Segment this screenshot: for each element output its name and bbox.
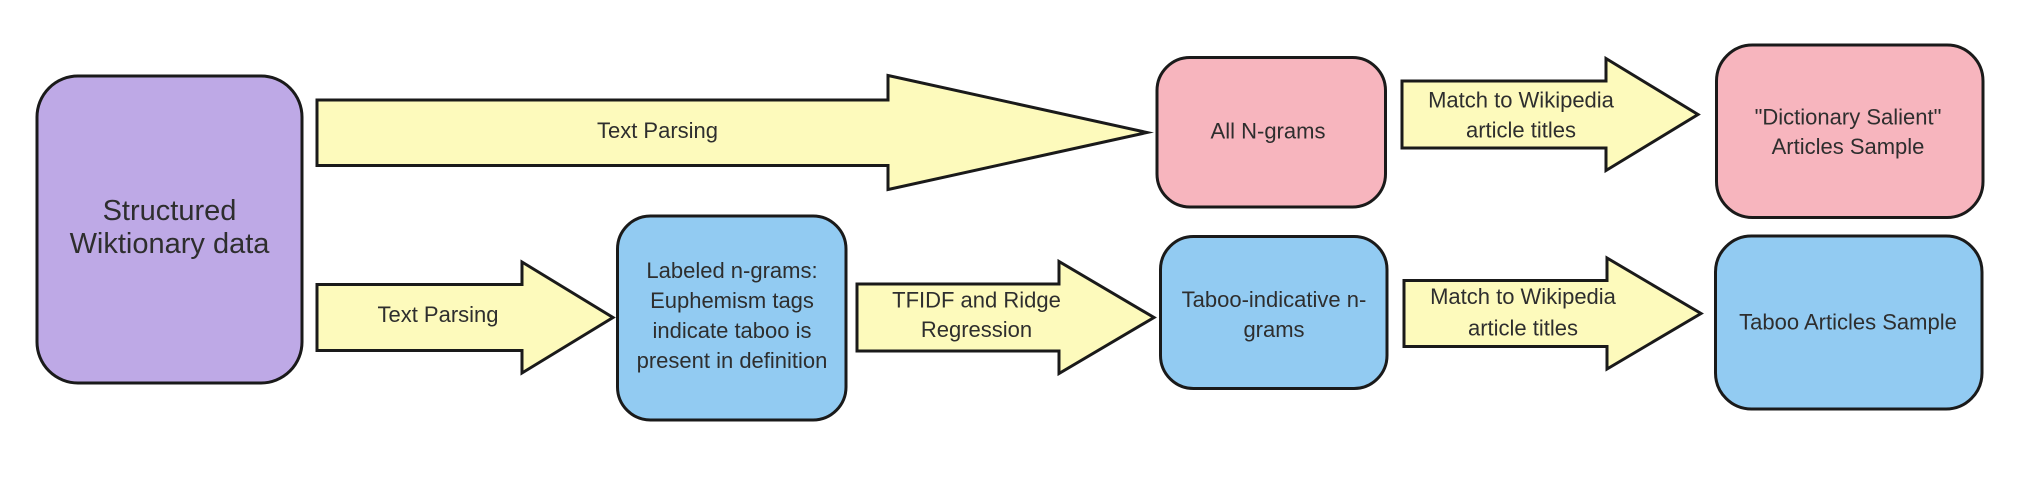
svg-text:Regression: Regression <box>921 317 1032 342</box>
svg-text:article titles: article titles <box>1468 316 1578 341</box>
svg-text:Text Parsing: Text Parsing <box>377 302 498 327</box>
svg-text:Articles Sample: Articles Sample <box>1772 134 1925 159</box>
svg-text:Labeled n-grams:: Labeled n-grams: <box>646 258 817 283</box>
svg-text:indicate taboo is: indicate taboo is <box>653 318 812 343</box>
svg-text:Euphemism tags: Euphemism tags <box>650 288 814 313</box>
svg-text:"Dictionary Salient": "Dictionary Salient" <box>1755 105 1942 130</box>
svg-text:Match to Wikipedia: Match to Wikipedia <box>1430 284 1617 309</box>
svg-text:Text Parsing: Text Parsing <box>597 118 718 143</box>
svg-text:grams: grams <box>1243 317 1304 342</box>
svg-text:All N-grams: All N-grams <box>1211 119 1326 144</box>
svg-text:Taboo Articles Sample: Taboo Articles Sample <box>1739 310 1957 335</box>
svg-text:present in definition: present in definition <box>637 348 828 373</box>
svg-text:TFIDF and Ridge: TFIDF and Ridge <box>892 288 1061 313</box>
svg-text:article titles: article titles <box>1466 118 1576 143</box>
svg-text:Wiktionary data: Wiktionary data <box>70 228 271 260</box>
svg-text:Match to Wikipedia: Match to Wikipedia <box>1428 88 1615 113</box>
svg-text:Structured: Structured <box>103 195 237 227</box>
svg-text:Taboo-indicative n-: Taboo-indicative n- <box>1182 287 1367 312</box>
